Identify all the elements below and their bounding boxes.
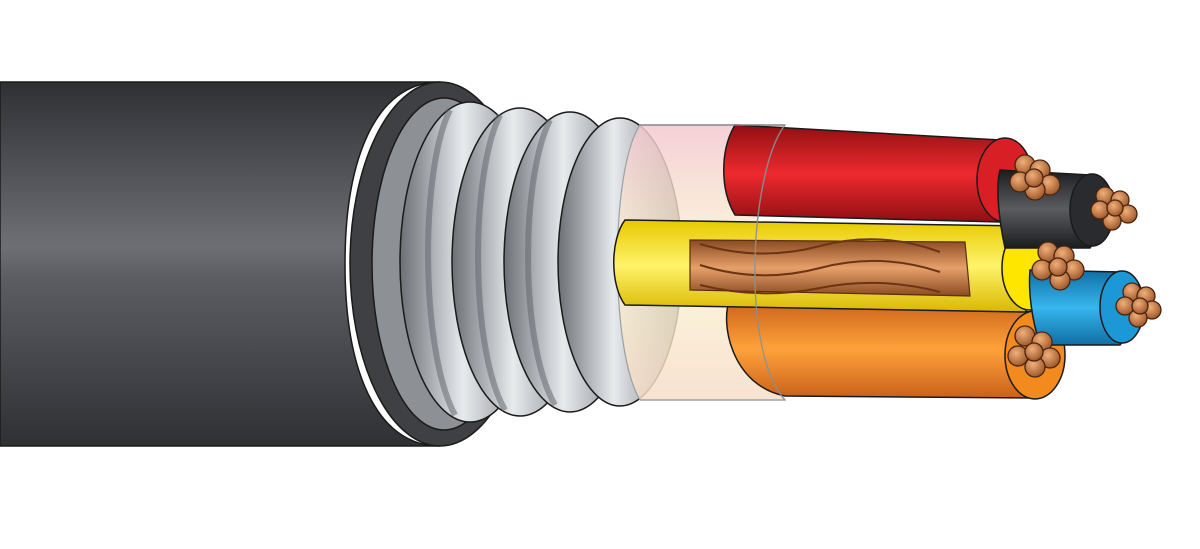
- orange-copper-end: [1007, 325, 1061, 378]
- yellow-stranded-core: [689, 238, 971, 297]
- yellow-copper-end: [1031, 241, 1085, 291]
- blue-copper-end: [1115, 282, 1162, 328]
- binder-tape-front-edge: [640, 124, 786, 401]
- red-copper-end: [1009, 154, 1061, 201]
- conductor-red: [723, 124, 1034, 223]
- interlocked-armor: [399, 101, 683, 423]
- black-copper-end: [1090, 186, 1138, 231]
- stranded-copper-ends: [1007, 154, 1162, 378]
